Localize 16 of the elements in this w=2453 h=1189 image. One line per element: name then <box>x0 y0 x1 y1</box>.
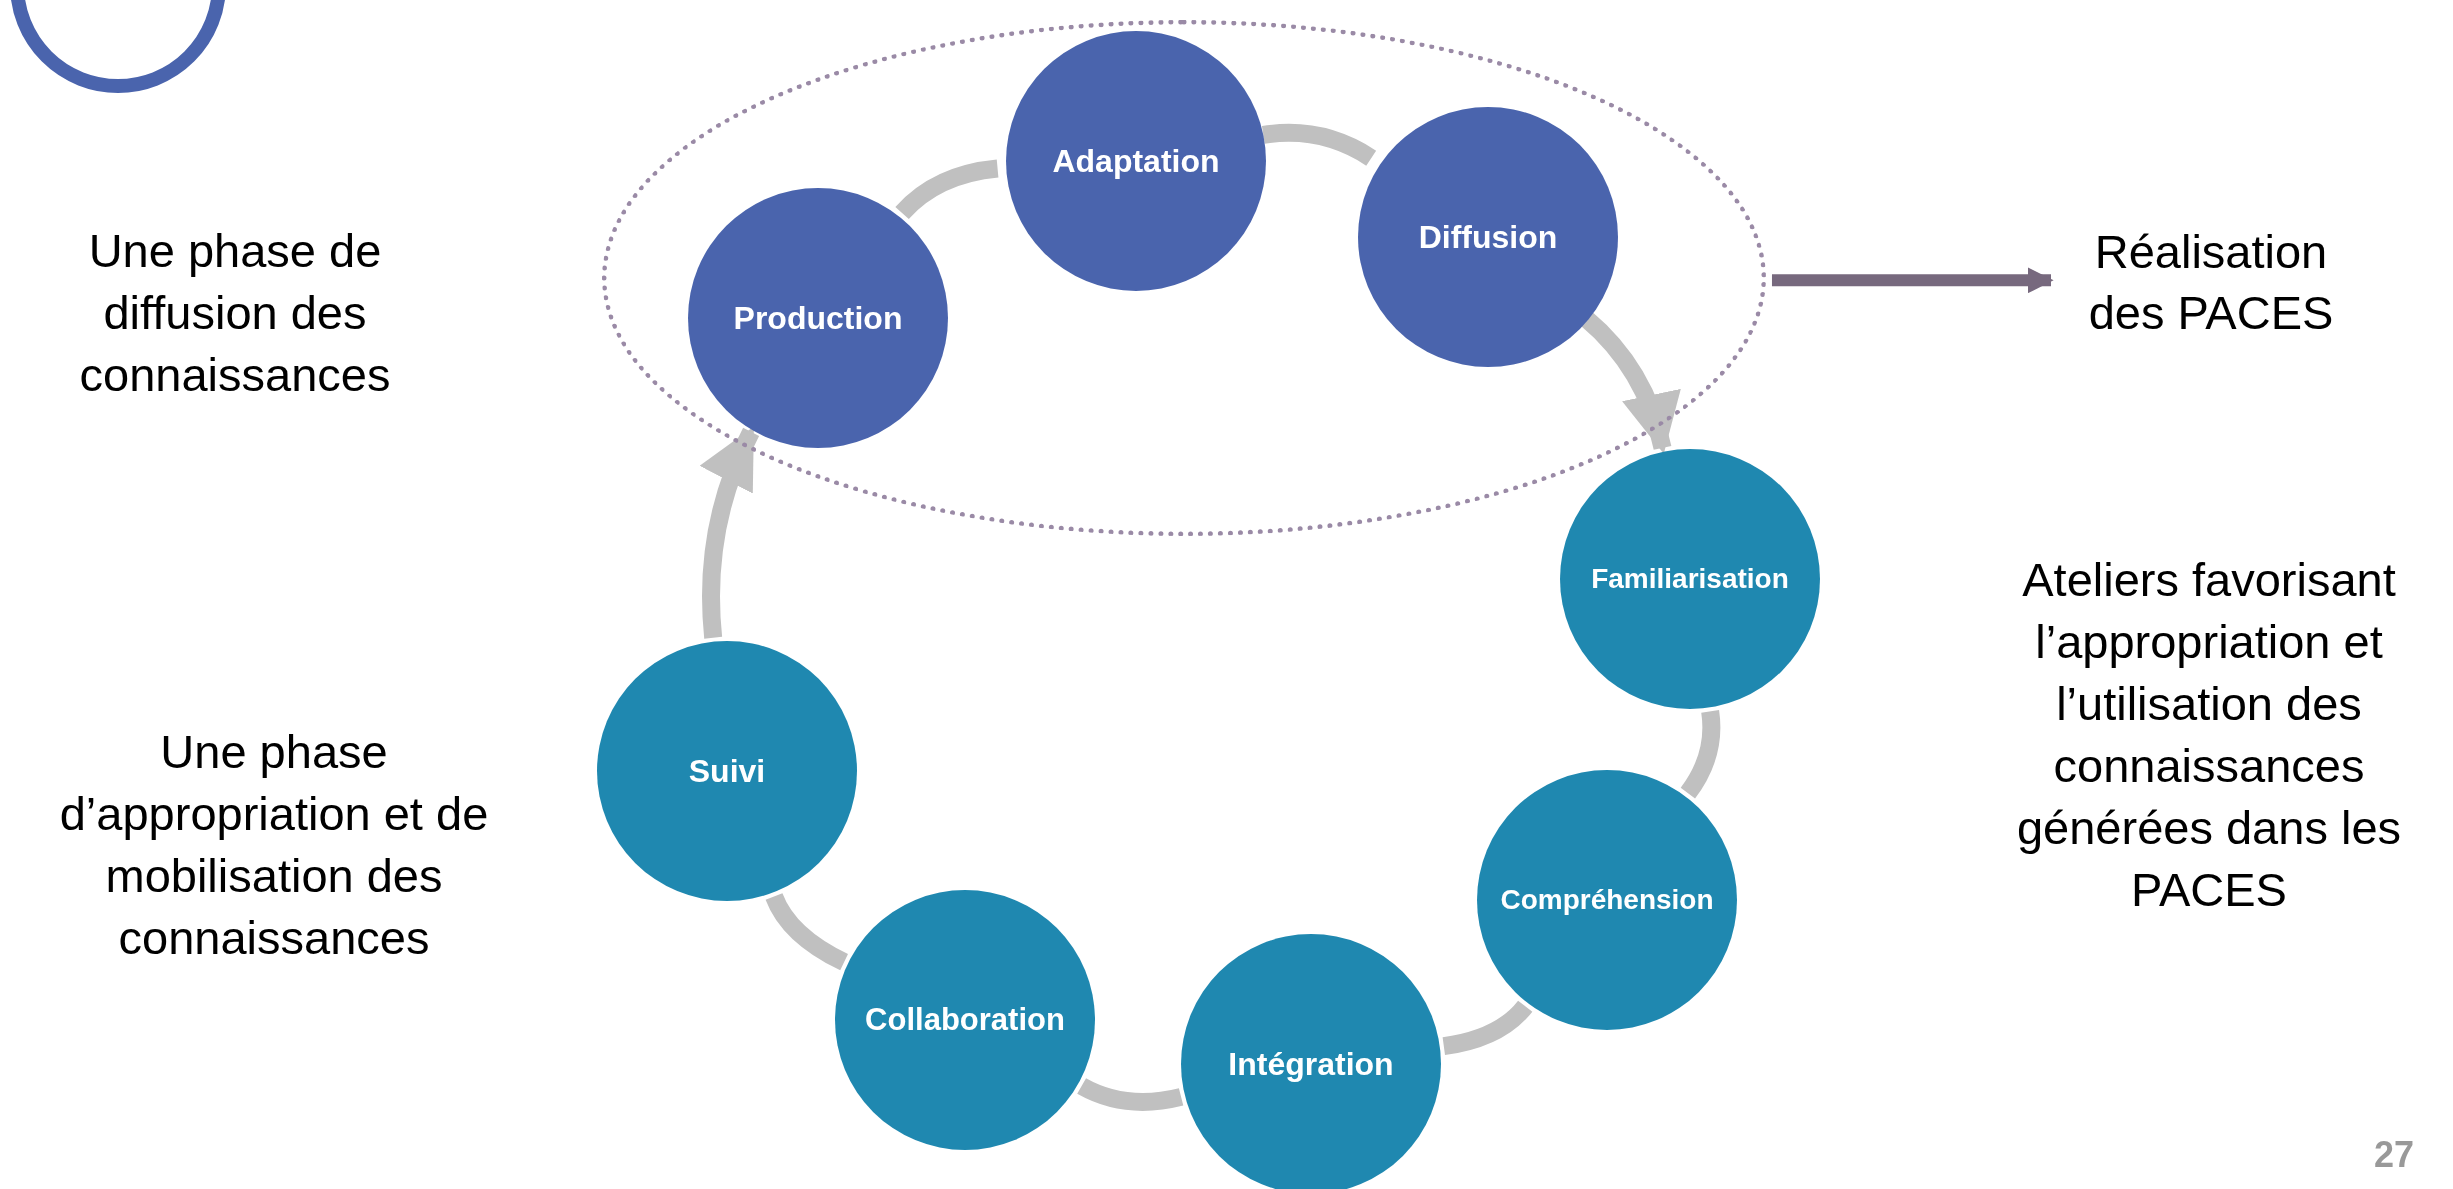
phase-circle: Compréhension <box>1477 770 1737 1030</box>
phase-circle: Adaptation <box>1006 31 1266 291</box>
cycle-arrow <box>700 426 760 639</box>
outcome-text: Réalisation des PACES <box>2061 212 2361 352</box>
phase-circle: Suivi <box>597 641 857 901</box>
phase-circle: Production <box>688 188 948 448</box>
page-number: 27 <box>2372 1133 2415 1178</box>
dotted-ellipse <box>602 20 1766 536</box>
arrow <box>1772 267 2054 294</box>
phase-circle: Collaboration <box>835 890 1095 1150</box>
phase-circle: Familiarisation <box>1560 449 1820 709</box>
phase-description: Ateliers favorisant l’appropriation et l’utilisation des connaissances générées dans les PACES <box>2015 551 2403 919</box>
phase-circle: Diffusion <box>1358 107 1618 367</box>
phase-circle: Intégration <box>1181 934 1441 1189</box>
phase-description: Une phase d’appropriation et de mobilisation des connaissances <box>58 723 490 967</box>
phase-description: Une phase de diffusion des connaissances <box>78 222 392 403</box>
